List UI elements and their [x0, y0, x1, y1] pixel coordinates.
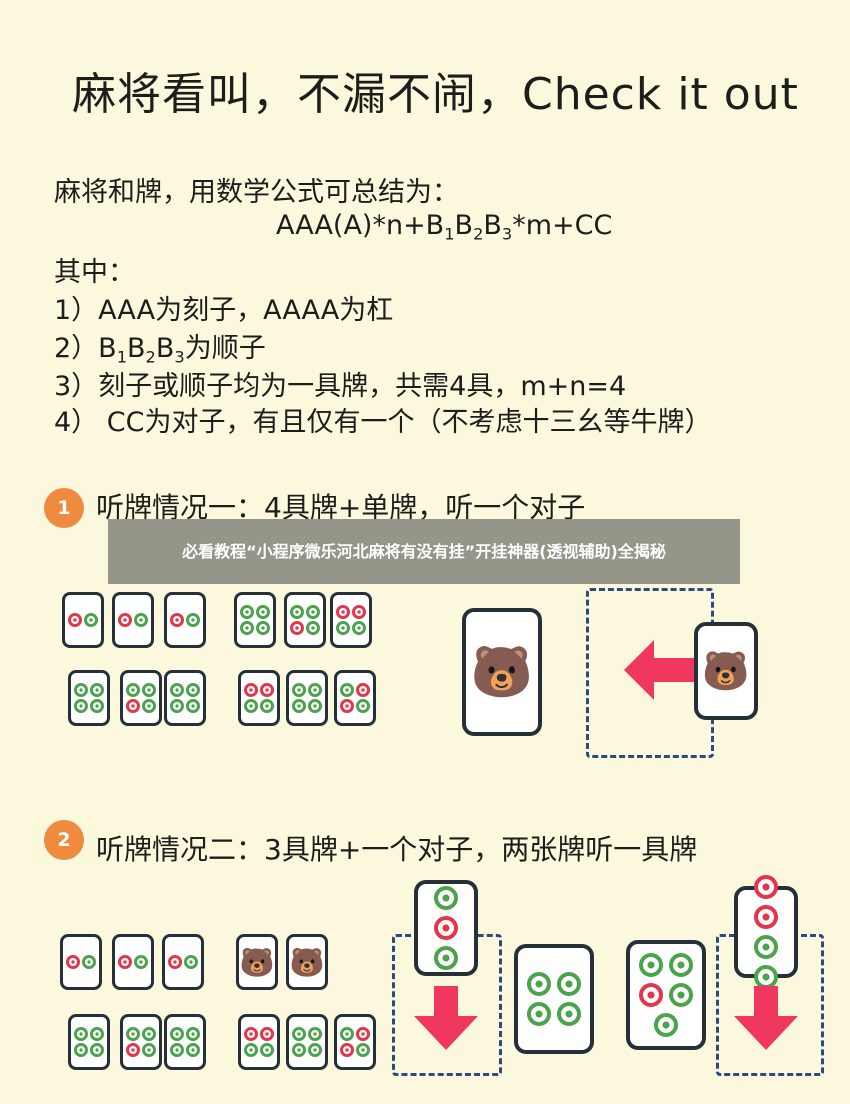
- mahjong-tile: [112, 934, 154, 990]
- mahjong-tile: [514, 944, 594, 1054]
- mahjong-tile: [112, 592, 154, 648]
- mahjong-tile: 🐻: [462, 608, 542, 736]
- mahjong-tile: [330, 592, 372, 648]
- cat-face-icon: 🐻: [702, 648, 750, 693]
- rule-1: 1）AAA为刻子，AAAA为杠: [54, 295, 394, 326]
- mahjong-tile: [164, 670, 206, 726]
- mahjong-tile: [164, 592, 206, 648]
- mahjong-tile: [62, 592, 104, 648]
- subscript: 3: [174, 347, 185, 367]
- formula-part: AAA(A)*n+B: [276, 210, 445, 241]
- mahjong-tile: [334, 1014, 376, 1070]
- mahjong-tile: [238, 1014, 280, 1070]
- mahjong-tile: [334, 670, 376, 726]
- subscript: 1: [116, 347, 128, 367]
- overlay-banner: 必看教程“小程序微乐河北麻将有没有挂”开挂神器(透视辅助)全揭秘: [108, 519, 740, 584]
- intro-line: 麻将和牌，用数学公式可总结为：: [54, 177, 459, 208]
- mahjong-tile: [626, 940, 706, 1050]
- mahjong-tile: [286, 1014, 328, 1070]
- case-2-text: 听牌情况二：3具牌+一个对子，两张牌听一具牌: [96, 833, 698, 866]
- where-label: 其中：: [54, 257, 135, 288]
- subscript: 2: [145, 347, 156, 367]
- mahjong-tile: [68, 670, 110, 726]
- rule-2-pre: 2）B: [54, 333, 117, 364]
- subscript: 1: [444, 224, 455, 244]
- rule-4: 4） CC为对子，有且仅有一个（不考虑十三幺等牛牌）: [54, 407, 712, 438]
- mahjong-tile: [120, 1014, 162, 1070]
- mahjong-tile: 🐻: [236, 934, 278, 990]
- mahjong-tile: [284, 592, 326, 648]
- cat-face-icon: 🐻: [239, 945, 275, 979]
- case-2-badge: 2: [44, 820, 84, 860]
- mahjong-tile: [286, 670, 328, 726]
- mahjong-tile: [162, 934, 204, 990]
- mahjong-tile: [234, 592, 276, 648]
- mahjong-tile: [164, 1014, 206, 1070]
- formula-b: B: [454, 210, 474, 241]
- subscript: 2: [473, 224, 484, 244]
- cat-face-icon: 🐻: [470, 642, 534, 701]
- arrow-left-icon: [624, 640, 694, 700]
- mahjong-tile: [68, 1014, 110, 1070]
- formula-part: *m+CC: [512, 210, 613, 241]
- cat-face-icon: 🐻: [289, 945, 325, 979]
- case-1-text: 听牌情况一：4具牌+单牌，听一个对子: [96, 491, 586, 524]
- formula-b: B: [483, 210, 502, 241]
- mahjong-tile: [414, 880, 478, 976]
- mahjong-tile: 🐻: [694, 622, 758, 720]
- mahjong-tile: [60, 934, 102, 990]
- rule-2: 2）B1B2B3为顺子: [54, 333, 266, 367]
- mahjong-tile: 🐻: [286, 934, 328, 990]
- rule-2-post: 为顺子: [184, 333, 266, 364]
- mahjong-tile: [734, 875, 798, 989]
- case-1-badge: 1: [44, 488, 84, 528]
- arrow-down-icon: [414, 986, 478, 1050]
- rule-3: 3）刻子或顺子均为一具牌，共需4具，m+n=4: [54, 371, 627, 402]
- mahjong-tile: [238, 670, 280, 726]
- page-title: 麻将看叫，不漏不闹，Check it out: [72, 69, 799, 120]
- subscript: 3: [501, 224, 513, 244]
- arrow-down-icon: [734, 986, 798, 1050]
- mahjong-tile: [120, 670, 162, 726]
- formula: AAA(A)*n+B1B2B3*m+CC: [276, 210, 612, 244]
